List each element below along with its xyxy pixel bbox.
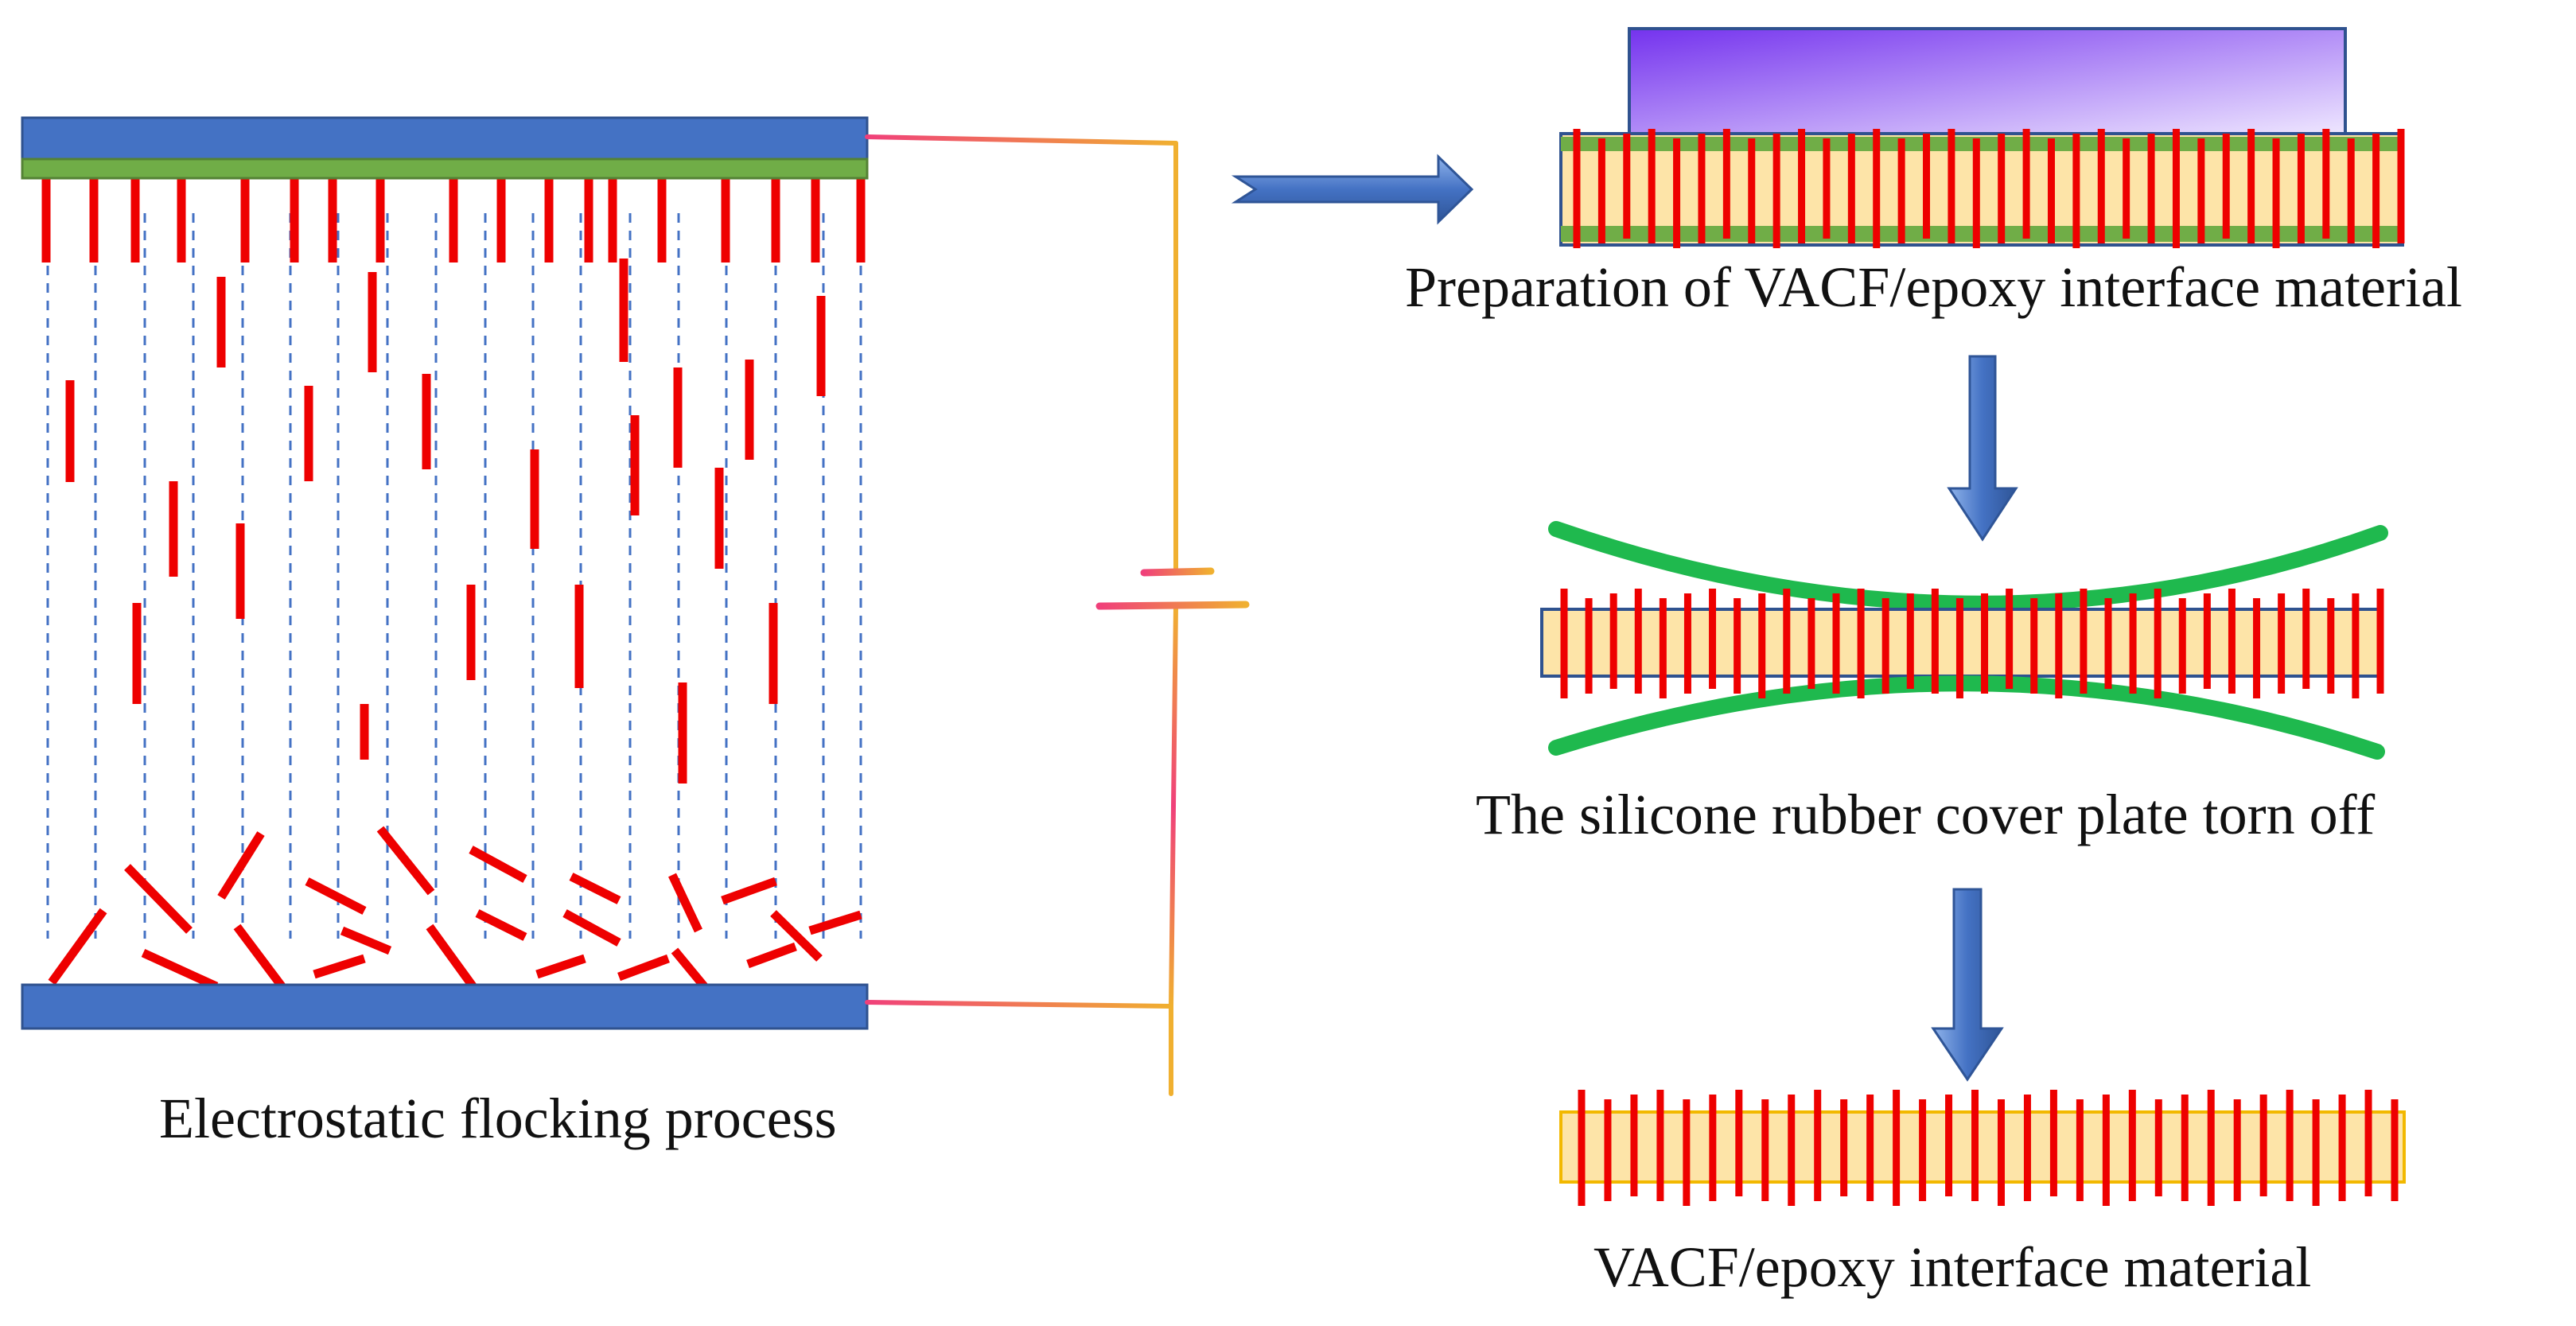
fiber: [562, 909, 621, 947]
fiber: [376, 826, 435, 896]
battery-symbol-icon: [1095, 567, 1250, 610]
electric-field-lines: [46, 213, 862, 939]
fiber: [617, 954, 670, 982]
preparation-label: Preparation of VACF/epoxy interface mate…: [1405, 255, 2462, 319]
fiber: [808, 910, 862, 935]
cover-plate: [1628, 27, 2347, 135]
fiber: [340, 926, 392, 955]
fiber: [475, 909, 527, 941]
vertical-fibers: [41, 163, 866, 262]
down-arrow-icon: [1931, 888, 2004, 1082]
aligned-fibers-final: [1578, 1090, 2399, 1206]
adhesive-layer: [21, 157, 869, 180]
final-material-label: VACF/epoxy interface material: [1593, 1235, 2312, 1299]
silicone-sheet-bottom: [1548, 675, 2385, 760]
cover-plate-torn-label: The silicone rubber cover plate torn off: [1476, 783, 2376, 846]
fiber: [141, 948, 219, 991]
flocking-process-label: Electrostatic flocking process: [159, 1087, 837, 1150]
circuit-wiring: [865, 134, 1178, 1096]
fiber: [217, 831, 265, 900]
deposited-fiber-pile: [48, 826, 862, 1004]
fiber: [721, 877, 777, 905]
green-layer-bottom-step1: [1561, 226, 2403, 242]
bottom-electrode: [21, 983, 869, 1030]
fiber: [426, 924, 480, 994]
top-electrode: [21, 116, 869, 161]
floating-fibers: [65, 259, 826, 784]
fiber: [48, 908, 107, 986]
fiber: [233, 924, 289, 994]
fiber: [668, 873, 702, 933]
aligned-fibers-step1: [1573, 129, 2405, 248]
aligned-fibers-step2: [1560, 589, 2384, 698]
fiber: [313, 954, 366, 979]
fiber: [469, 846, 527, 883]
fiber: [535, 954, 586, 979]
fiber: [569, 873, 621, 904]
fiber: [124, 864, 193, 934]
fiber: [746, 942, 797, 969]
fiber: [305, 877, 367, 915]
fiber: [770, 910, 823, 962]
ground-symbol-icon: [1103, 1091, 1250, 1171]
silicone-sheet-top: [1548, 521, 2388, 612]
down-arrow-icon: [1947, 355, 2018, 542]
right-arrow-icon: [1231, 154, 1474, 225]
green-layer-top-step1: [1561, 137, 2403, 151]
